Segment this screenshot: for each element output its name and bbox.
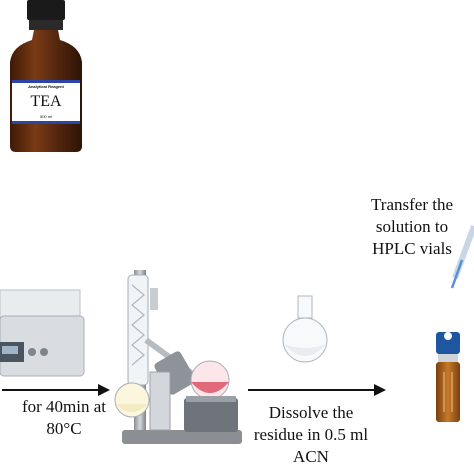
reagent-bottle-icon bbox=[10, 0, 82, 152]
step-dissolve-line-1: Dissolve the bbox=[268, 403, 354, 422]
round-bottom-flask-icon bbox=[282, 295, 328, 363]
arrow-heat-to-evaporate bbox=[2, 384, 110, 396]
step-transfer-line-1: Transfer the bbox=[371, 195, 453, 214]
water-bath-icon bbox=[0, 289, 85, 377]
bottle-name-text: TEA bbox=[30, 93, 62, 110]
step-dissolve-line-2: residue in 0.5 ml bbox=[253, 425, 369, 444]
step-heat-line-1: for 40min at bbox=[21, 397, 107, 416]
hplc-vial-icon bbox=[436, 332, 460, 422]
step-transfer-line-3: HPLC vials bbox=[372, 239, 452, 258]
bottle-volume-text: 500 ml bbox=[39, 114, 52, 119]
rotary-evaporator-icon bbox=[114, 270, 242, 444]
step-dissolve-line-3: ACN bbox=[293, 447, 329, 466]
bottle-label: Analytical Reagent TEA 500 ml bbox=[12, 84, 80, 120]
step-transfer-line-2: solution to bbox=[375, 217, 449, 236]
step-heat-label: for 40min at 80°C bbox=[0, 396, 128, 440]
step-transfer-label: Transfer the solution to HPLC vials bbox=[350, 194, 474, 260]
bottle-brand-text: Analytical Reagent bbox=[28, 84, 64, 89]
step-heat-line-2: 80°C bbox=[46, 419, 82, 438]
step-dissolve-label: Dissolve the residue in 0.5 ml ACN bbox=[246, 402, 376, 468]
arrow-evaporate-to-dissolve bbox=[248, 384, 386, 396]
pipette-icon bbox=[450, 224, 474, 289]
